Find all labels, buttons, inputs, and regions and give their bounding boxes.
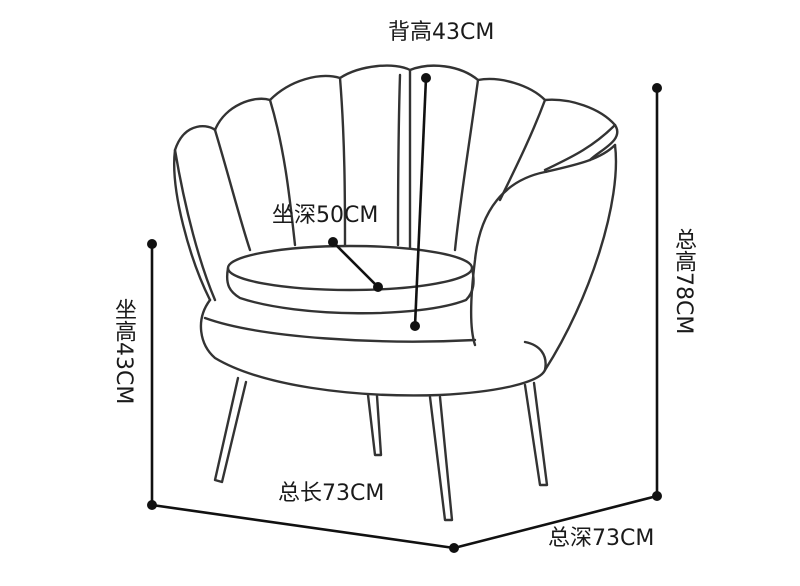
total-height-label: 总高78CM [671, 228, 696, 335]
back-height-line [413, 77, 428, 327]
back-height-label: 背高43CM [388, 20, 495, 45]
back-channel-8 [543, 123, 617, 172]
total-depth-line [453, 494, 658, 550]
chair-right-arm [470, 143, 617, 347]
seat-depth-line [332, 241, 379, 288]
seat-height-top-dot [147, 239, 157, 249]
back-height-top-dot [421, 73, 431, 83]
dimension-lines [147, 73, 662, 553]
seat-cushion-top [226, 244, 474, 292]
chair-base [199, 298, 547, 397]
seat-depth-start-dot [328, 237, 338, 247]
back-channel-6 [453, 78, 480, 252]
seat-cushion-side [226, 266, 475, 315]
seat-depth-label: 坐深50CM [272, 203, 379, 228]
chair-back-shell [173, 64, 619, 302]
back-channel-2 [268, 98, 297, 247]
back-height-bottom-dot [410, 321, 420, 331]
back-channel-4 [396, 73, 402, 247]
chair-left-arm [173, 148, 217, 302]
chair-illustration [173, 64, 619, 522]
back-channel-7 [498, 98, 547, 202]
seat-depth-end-dot [373, 282, 383, 292]
chair-leg-back-right [523, 381, 549, 487]
seat-height-label: 坐高43CM [111, 298, 136, 405]
chair-right-arm-outer [543, 143, 618, 372]
total-height-top-dot [652, 83, 662, 93]
chair-base-top [203, 316, 477, 343]
total-length-line [151, 503, 455, 550]
chair-leg-front-left [213, 376, 248, 484]
back-channel-3 [338, 76, 347, 247]
total-depth-label: 总深73CM [548, 526, 655, 551]
total-length-label: 总长73CM [278, 481, 385, 506]
back-channel-1 [213, 128, 252, 252]
chair-leg-front-right [428, 395, 454, 522]
chair-leg-back-left [366, 393, 383, 457]
